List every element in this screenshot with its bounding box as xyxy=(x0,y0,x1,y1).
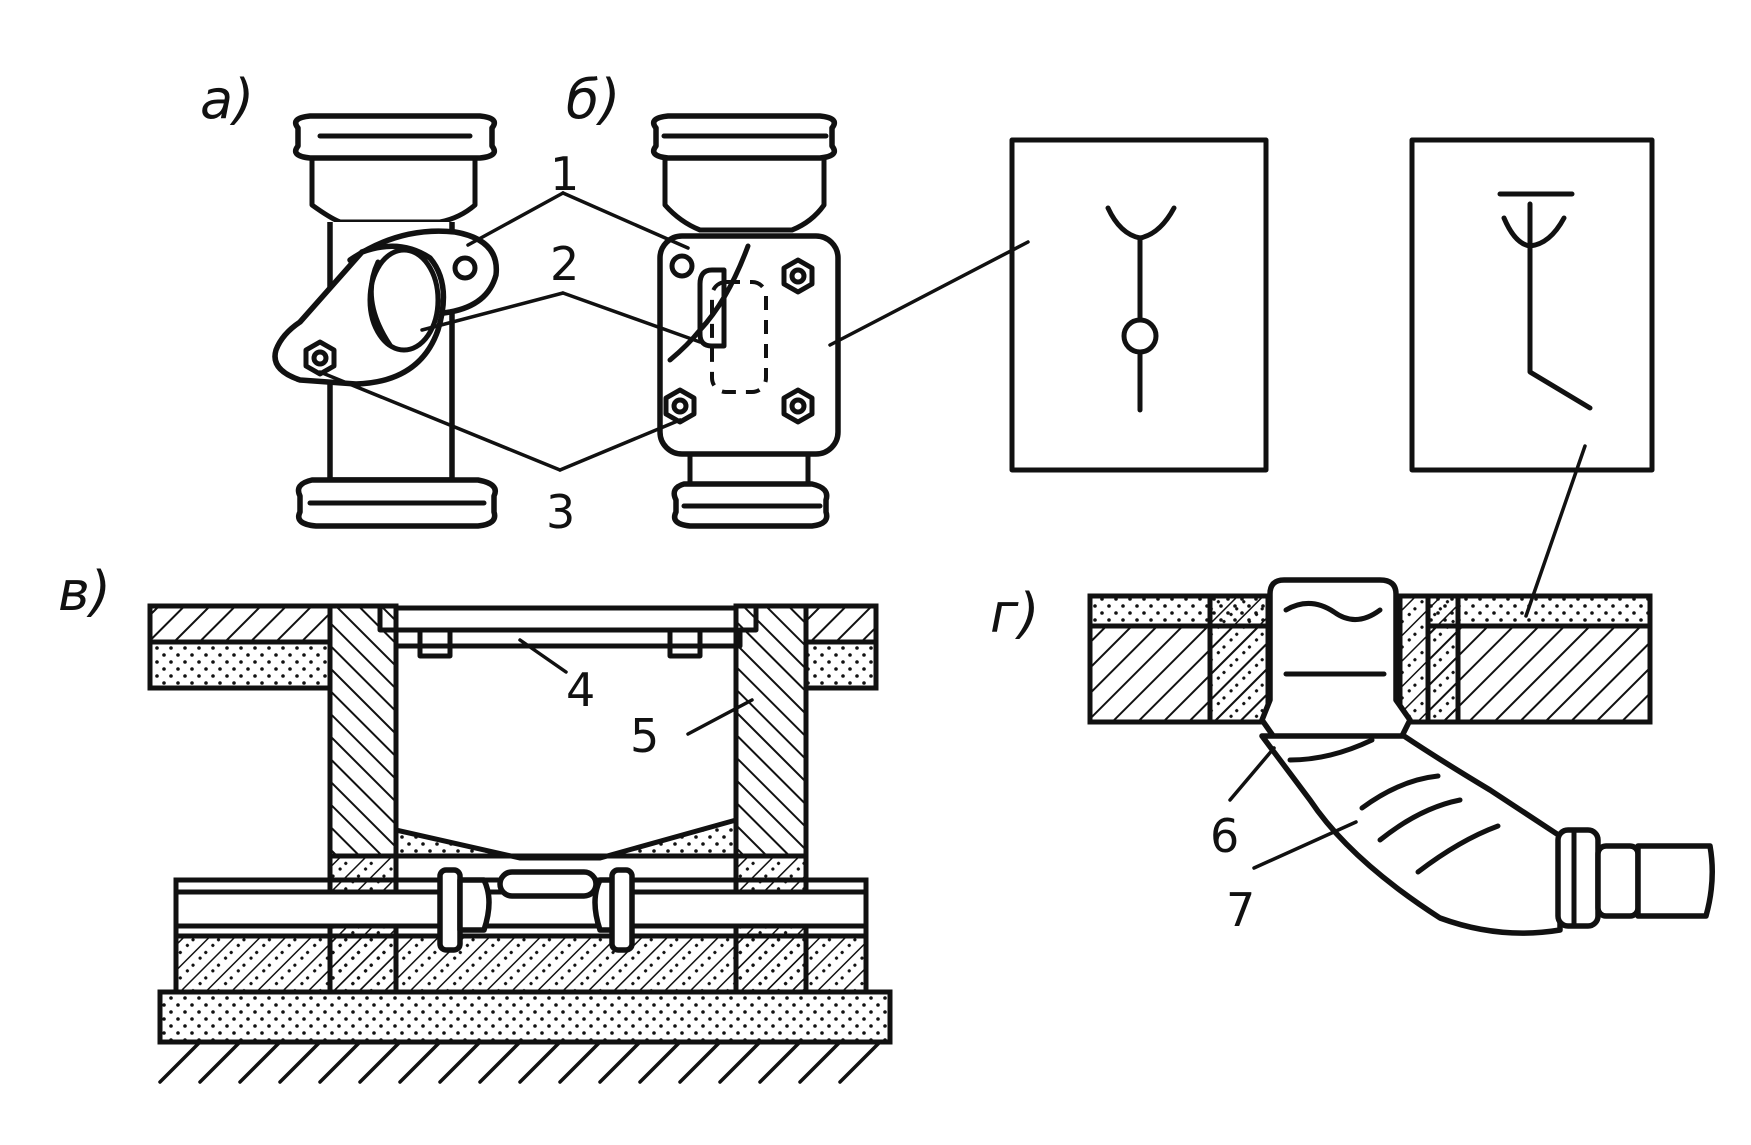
panel-label-v: в) xyxy=(58,560,111,623)
section-g xyxy=(1087,577,1715,936)
fitting-b xyxy=(651,113,841,529)
callout-leaders-top xyxy=(318,191,1030,472)
callout-6: 6 xyxy=(1210,809,1239,863)
section-v xyxy=(147,603,893,1084)
callout-3: 3 xyxy=(546,485,575,539)
callout-4: 4 xyxy=(566,663,595,717)
ground-hatch xyxy=(158,1040,882,1084)
symbol-box-2 xyxy=(1409,137,1655,618)
panel-label-g: г) xyxy=(990,582,1039,645)
fitting-a xyxy=(272,113,500,529)
panel-label-b: б) xyxy=(566,68,620,131)
panel-label-a: а) xyxy=(200,68,254,131)
symbol-box-1 xyxy=(1009,137,1269,473)
callout-5: 5 xyxy=(630,709,659,763)
callout-2: 2 xyxy=(550,237,579,291)
callout-1: 1 xyxy=(550,147,579,201)
callout-7: 7 xyxy=(1226,883,1255,937)
